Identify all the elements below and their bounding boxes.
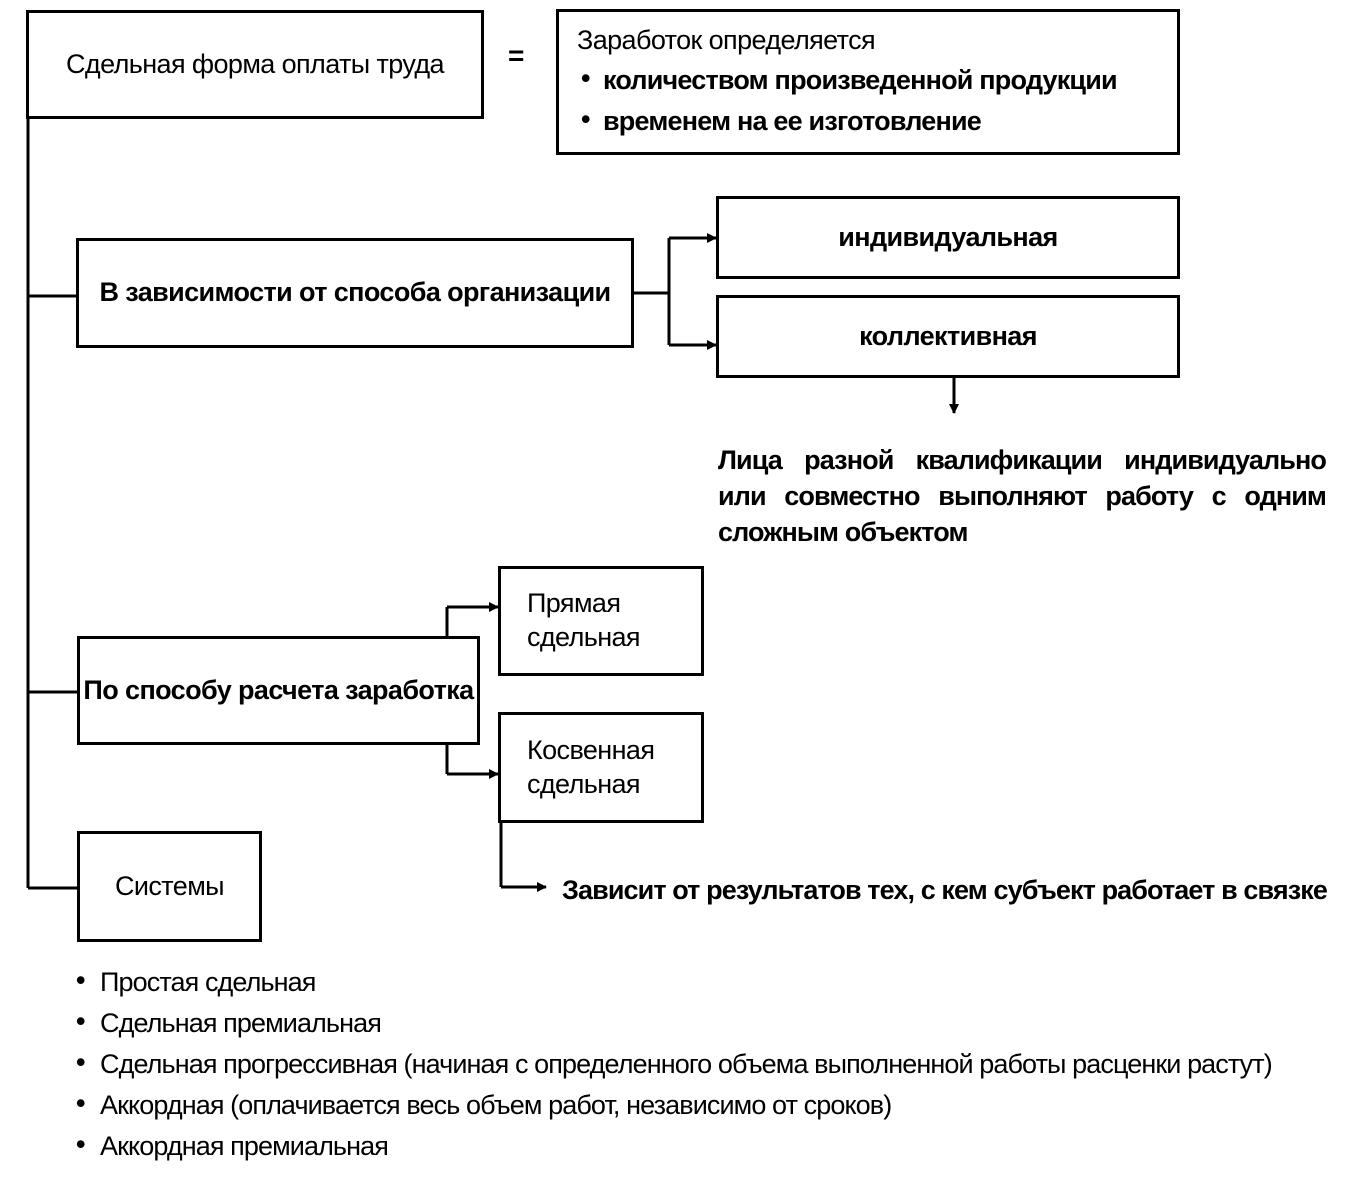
- systems-list-item: Простая сдельная: [76, 960, 1272, 1003]
- definition-box: Заработок определяется количеством произ…: [556, 9, 1180, 155]
- definition-list: количеством произведенной продукции врем…: [577, 58, 1118, 142]
- main-title: Сдельная форма оплаты труда: [66, 48, 445, 79]
- systems-box: Системы: [77, 831, 262, 942]
- indirect-piece-label: Косвенная сдельная: [527, 734, 655, 799]
- direct-piece-label: Прямая сдельная: [527, 588, 641, 652]
- main-title-box: Сдельная форма оплаты труда: [26, 10, 484, 119]
- definition-item: количеством произведенной продукции: [577, 58, 1118, 101]
- calculation-label: По способу расчета заработка: [83, 674, 474, 705]
- systems-list: Простая сдельная Сдельная премиальная Сд…: [76, 960, 1273, 1167]
- collective-label: коллективная: [859, 320, 1037, 351]
- indirect-note: Зависит от результатов тех, с кем субъек…: [562, 875, 1328, 905]
- systems-label: Системы: [115, 870, 225, 901]
- systems-list-item: Сдельная прогрессивная (начиная с опреде…: [76, 1042, 1273, 1085]
- definition-title: Заработок определяется: [577, 25, 876, 55]
- indirect-piece-box: Косвенная сдельная: [498, 712, 704, 823]
- collective-note: Лица разной квалификации индивидуально и…: [718, 445, 1327, 547]
- calculation-box: По способу расчета заработка: [77, 636, 480, 745]
- collective-box: коллективная: [716, 295, 1180, 378]
- definition-item: временем на ее изготовление: [577, 99, 1117, 142]
- systems-list-item: Аккордная (оплачивается весь объем работ…: [76, 1083, 1272, 1126]
- systems-list-item: Сдельная премиальная: [76, 1001, 1272, 1044]
- organization-box: В зависимости от способа организации: [76, 238, 634, 348]
- systems-list-item: Аккордная премиальная: [76, 1124, 1272, 1167]
- individual-label: индивидуальная: [838, 221, 1058, 252]
- organization-label: В зависимости от способа организации: [99, 277, 611, 308]
- direct-piece-box: Прямая сдельная: [498, 566, 704, 676]
- individual-box: индивидуальная: [716, 196, 1180, 279]
- equals-sign: =: [508, 40, 525, 71]
